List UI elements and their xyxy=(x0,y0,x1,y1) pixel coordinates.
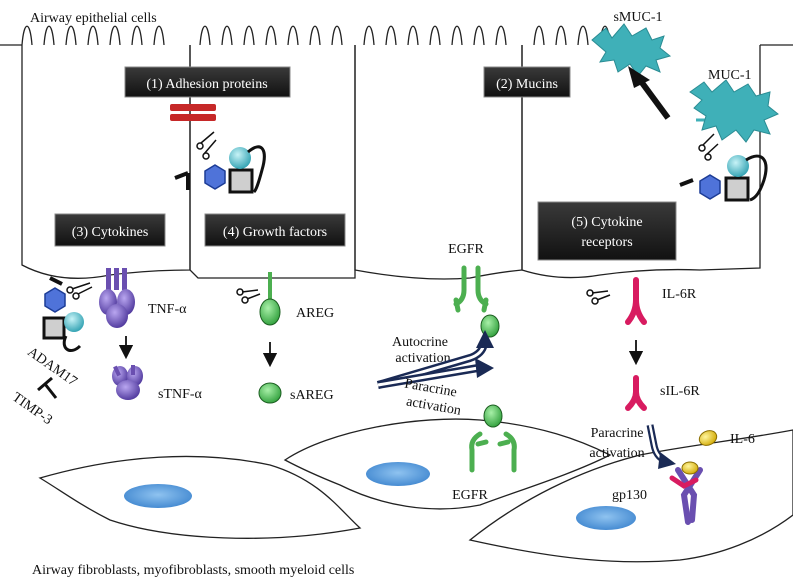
egfr-ligand-bottom xyxy=(483,404,503,428)
scissors-icon-5 xyxy=(698,133,719,161)
box2-label: (2) Mucins xyxy=(496,77,558,92)
box-cytokine-receptors: (5) Cytokine receptors xyxy=(537,201,677,261)
paracrine-il6-arrow xyxy=(646,424,676,469)
box4-label: (4) Growth factors xyxy=(223,225,327,240)
box3-label: (3) Cytokines xyxy=(72,225,149,240)
fibroblasts xyxy=(38,418,793,563)
egfr-bottom-icon xyxy=(469,431,517,473)
egfr-top-label: EGFR xyxy=(448,242,484,257)
fibroblast-2 xyxy=(283,418,612,510)
autocrine-paracrine-arrow xyxy=(376,330,494,389)
microvilli xyxy=(21,25,611,46)
adam17-icon-2 xyxy=(679,154,768,202)
sil6r-label: sIL-6R xyxy=(660,384,700,399)
gp130-complex-icon xyxy=(669,461,703,525)
paracrine2-line1: Paracrine xyxy=(591,426,644,441)
gp130-label: gp130 xyxy=(612,488,647,503)
nucleus-1 xyxy=(124,484,192,508)
nucleus-2 xyxy=(366,462,430,486)
autocrine-line1: Autocrine xyxy=(392,335,448,350)
nuclei xyxy=(124,462,636,530)
areg-label: AREG xyxy=(296,306,334,321)
mucin-shedding-arrow xyxy=(628,66,671,120)
areg-icon xyxy=(259,272,281,326)
smuc1-icon xyxy=(591,23,672,77)
sil6r-icon xyxy=(625,375,647,411)
scissors-icon-1 xyxy=(196,131,217,160)
egfr-bottom-label: EGFR xyxy=(452,488,488,503)
tnf-alpha-label: TNF-α xyxy=(148,302,187,317)
muc1-icon xyxy=(689,79,779,143)
il6-label: IL-6 xyxy=(730,432,755,447)
box-adhesion-proteins: (1) Adhesion proteins xyxy=(124,66,291,98)
box1-label: (1) Adhesion proteins xyxy=(146,77,267,92)
autocrine-line2: activation xyxy=(395,351,450,366)
box-mucins: (2) Mucins xyxy=(483,66,571,98)
il6-icon xyxy=(698,430,718,446)
adam17-icon-3 xyxy=(42,276,84,352)
epithelial-cell-4 xyxy=(521,45,761,279)
sareg-label: sAREG xyxy=(290,388,334,403)
nucleus-3 xyxy=(576,506,636,530)
adhesion-protein-icon xyxy=(170,104,216,121)
timp3-label: TIMP-3 xyxy=(9,390,55,428)
il6r-icon xyxy=(625,277,647,325)
box-cytokines: (3) Cytokines xyxy=(54,213,166,247)
fibroblast-1 xyxy=(38,455,362,539)
box-growth-factors: (4) Growth factors xyxy=(204,213,346,247)
epithelial-label: Airway epithelial cells xyxy=(30,11,157,26)
il6r-label: IL-6R xyxy=(662,287,697,302)
scissors-icon-2 xyxy=(66,282,93,300)
stnf-alpha-label: sTNF-α xyxy=(158,387,203,402)
stnf-alpha-icon xyxy=(112,365,143,400)
inhibition-icon xyxy=(37,376,58,399)
paracrine2-line2: activation xyxy=(589,446,644,461)
scissors-icon-4 xyxy=(586,289,611,305)
fibroblast-3 xyxy=(468,429,793,563)
scissors-icon-3 xyxy=(236,288,261,304)
tnf-alpha-icon xyxy=(99,268,135,328)
muc1-label: MUC-1 xyxy=(708,68,752,83)
egfr-top-icon xyxy=(453,265,489,313)
smuc1-label: sMUC-1 xyxy=(613,10,662,25)
fibroblasts-label: Airway fibroblasts, myofibroblasts, smoo… xyxy=(32,563,354,578)
box5-label-line2: receptors xyxy=(581,235,632,250)
sareg-icon xyxy=(258,382,282,404)
box5-label-line1: (5) Cytokine xyxy=(571,215,642,230)
adam17-icon-1 xyxy=(174,145,266,194)
